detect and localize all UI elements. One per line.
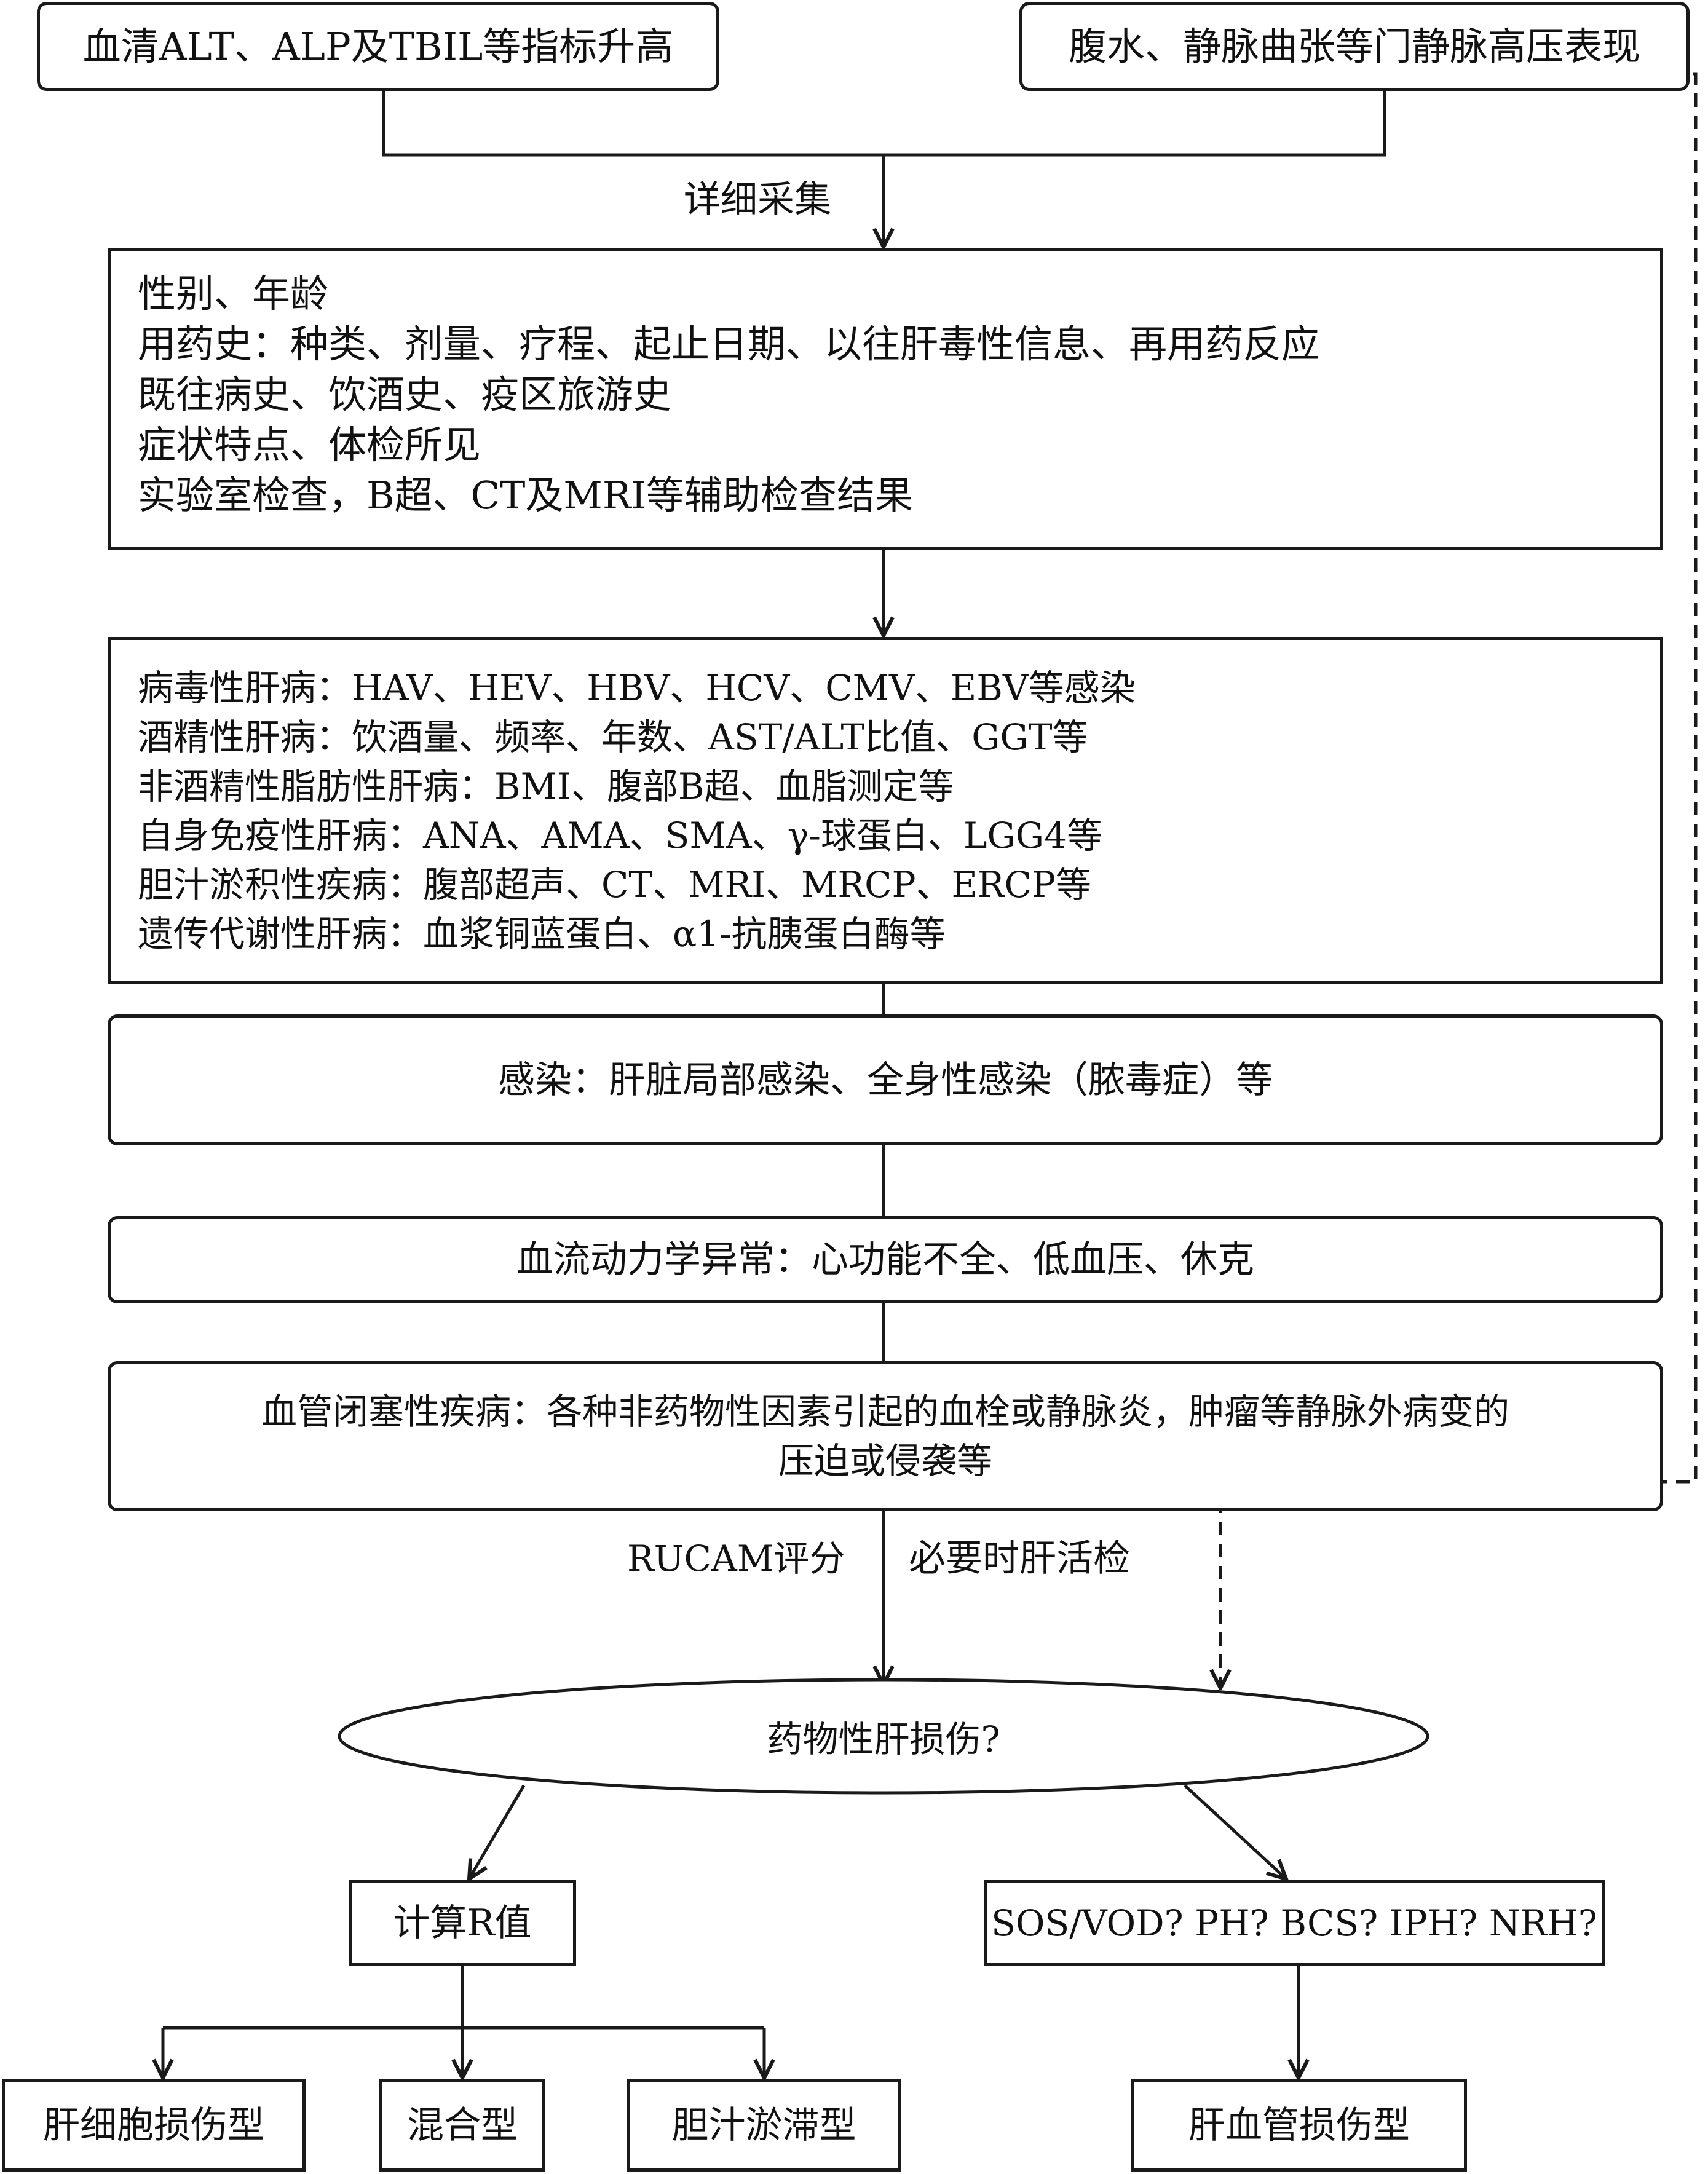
exclusion-line: 非酒精性脂肪性肝病：BMI、腹部B超、血脂测定等 <box>138 765 954 807</box>
vascular-occlusion-line: 血管闭塞性疾病：各种非药物性因素引起的血栓或静脉炎，肿瘤等静脉外病变的 <box>261 1391 1509 1433</box>
hemodynamic-box: 血流动力学异常：心功能不全、低血压、休克 <box>108 1216 1663 1303</box>
merge-line-right <box>884 91 1386 157</box>
decision-ellipse <box>338 1678 1429 1795</box>
dashed-portal-path <box>1220 72 1698 1688</box>
arrow-to-vascular-dx <box>1184 1784 1286 1879</box>
merge-line-left <box>382 91 884 157</box>
mixed-text: 混合型 <box>407 2104 518 2147</box>
portal-hypertension-box: 腹水、静脉曲张等门静脉高压表现 <box>1019 2 1690 91</box>
vascular-dx-box: SOS/VOD? PH? BCS? IPH? NRH? <box>984 1880 1605 1966</box>
vascular-occlusion-box: 血管闭塞性疾病：各种非药物性因素引起的血栓或静脉炎，肿瘤等静脉外病变的 压迫或侵… <box>108 1361 1663 1511</box>
cholestatic-text: 胆汁淤滞型 <box>671 2104 856 2147</box>
hepatocellular-box: 肝细胞损伤型 <box>2 2079 306 2172</box>
exclusion-line: 胆汁淤积性疾病：腹部超声、CT、MRI、MRCP、ERCP等 <box>138 864 1091 906</box>
history-line: 实验室检查，B超、CT及MRI等辅助检查结果 <box>138 473 914 518</box>
collect-label: 详细采集 <box>684 178 831 221</box>
exclusion-box: 病毒性肝病：HAV、HEV、HBV、HCV、CMV、EBV等感染 酒精性肝病：饮… <box>108 637 1663 984</box>
exclusion-line: 酒精性肝病：饮酒量、频率、年数、AST/ALT比值、GGT等 <box>138 716 1088 758</box>
infection-text: 感染：肝脏局部感染、全身性感染（脓毒症）等 <box>498 1058 1273 1102</box>
exclusion-line: 遗传代谢性肝病：血浆铜蓝蛋白、α1-抗胰蛋白酶等 <box>138 913 946 955</box>
hemodynamic-text: 血流动力学异常：心功能不全、低血压、休克 <box>516 1238 1254 1281</box>
infection-box: 感染：肝脏局部感染、全身性感染（脓毒症）等 <box>108 1014 1663 1145</box>
rucam-label: RUCAM评分 <box>627 1538 845 1579</box>
vascular-outcome-box: 肝血管损伤型 <box>1131 2079 1467 2172</box>
r-value-text: 计算R值 <box>393 1902 532 1945</box>
decision-text: 药物性肝损伤? <box>767 1718 1000 1760</box>
r-value-box: 计算R值 <box>349 1880 576 1966</box>
lab-abnormal-text: 血清ALT、ALP及TBIL等指标升高 <box>82 23 674 69</box>
vascular-outcome-text: 肝血管损伤型 <box>1188 2104 1410 2147</box>
portal-hypertension-text: 腹水、静脉曲张等门静脉高压表现 <box>1068 23 1640 69</box>
history-line: 用药史：种类、剂量、疗程、起止日期、以往肝毒性信息、再用药反应 <box>138 322 1320 366</box>
hepatocellular-text: 肝细胞损伤型 <box>43 2104 264 2147</box>
biopsy-label: 必要时肝活检 <box>909 1537 1130 1580</box>
vascular-dx-text: SOS/VOD? PH? BCS? IPH? NRH? <box>991 1902 1597 1944</box>
exclusion-line: 自身免疫性肝病：ANA、AMA、SMA、γ-球蛋白、LGG4等 <box>138 815 1103 856</box>
vascular-occlusion-line: 压迫或侵袭等 <box>778 1440 992 1482</box>
history-line: 性别、年龄 <box>138 271 329 316</box>
exclusion-line: 病毒性肝病：HAV、HEV、HBV、HCV、CMV、EBV等感染 <box>138 667 1136 709</box>
history-box: 性别、年龄 用药史：种类、剂量、疗程、起止日期、以往肝毒性信息、再用药反应 既往… <box>108 248 1663 550</box>
history-line: 症状特点、体检所见 <box>138 422 481 467</box>
arrow-to-r-value <box>469 1784 526 1879</box>
mixed-box: 混合型 <box>379 2079 545 2172</box>
lab-abnormal-box: 血清ALT、ALP及TBIL等指标升高 <box>37 2 719 91</box>
history-line: 既往病史、饮酒史、疫区旅游史 <box>138 372 672 417</box>
cholestatic-box: 胆汁淤滞型 <box>627 2079 901 2172</box>
